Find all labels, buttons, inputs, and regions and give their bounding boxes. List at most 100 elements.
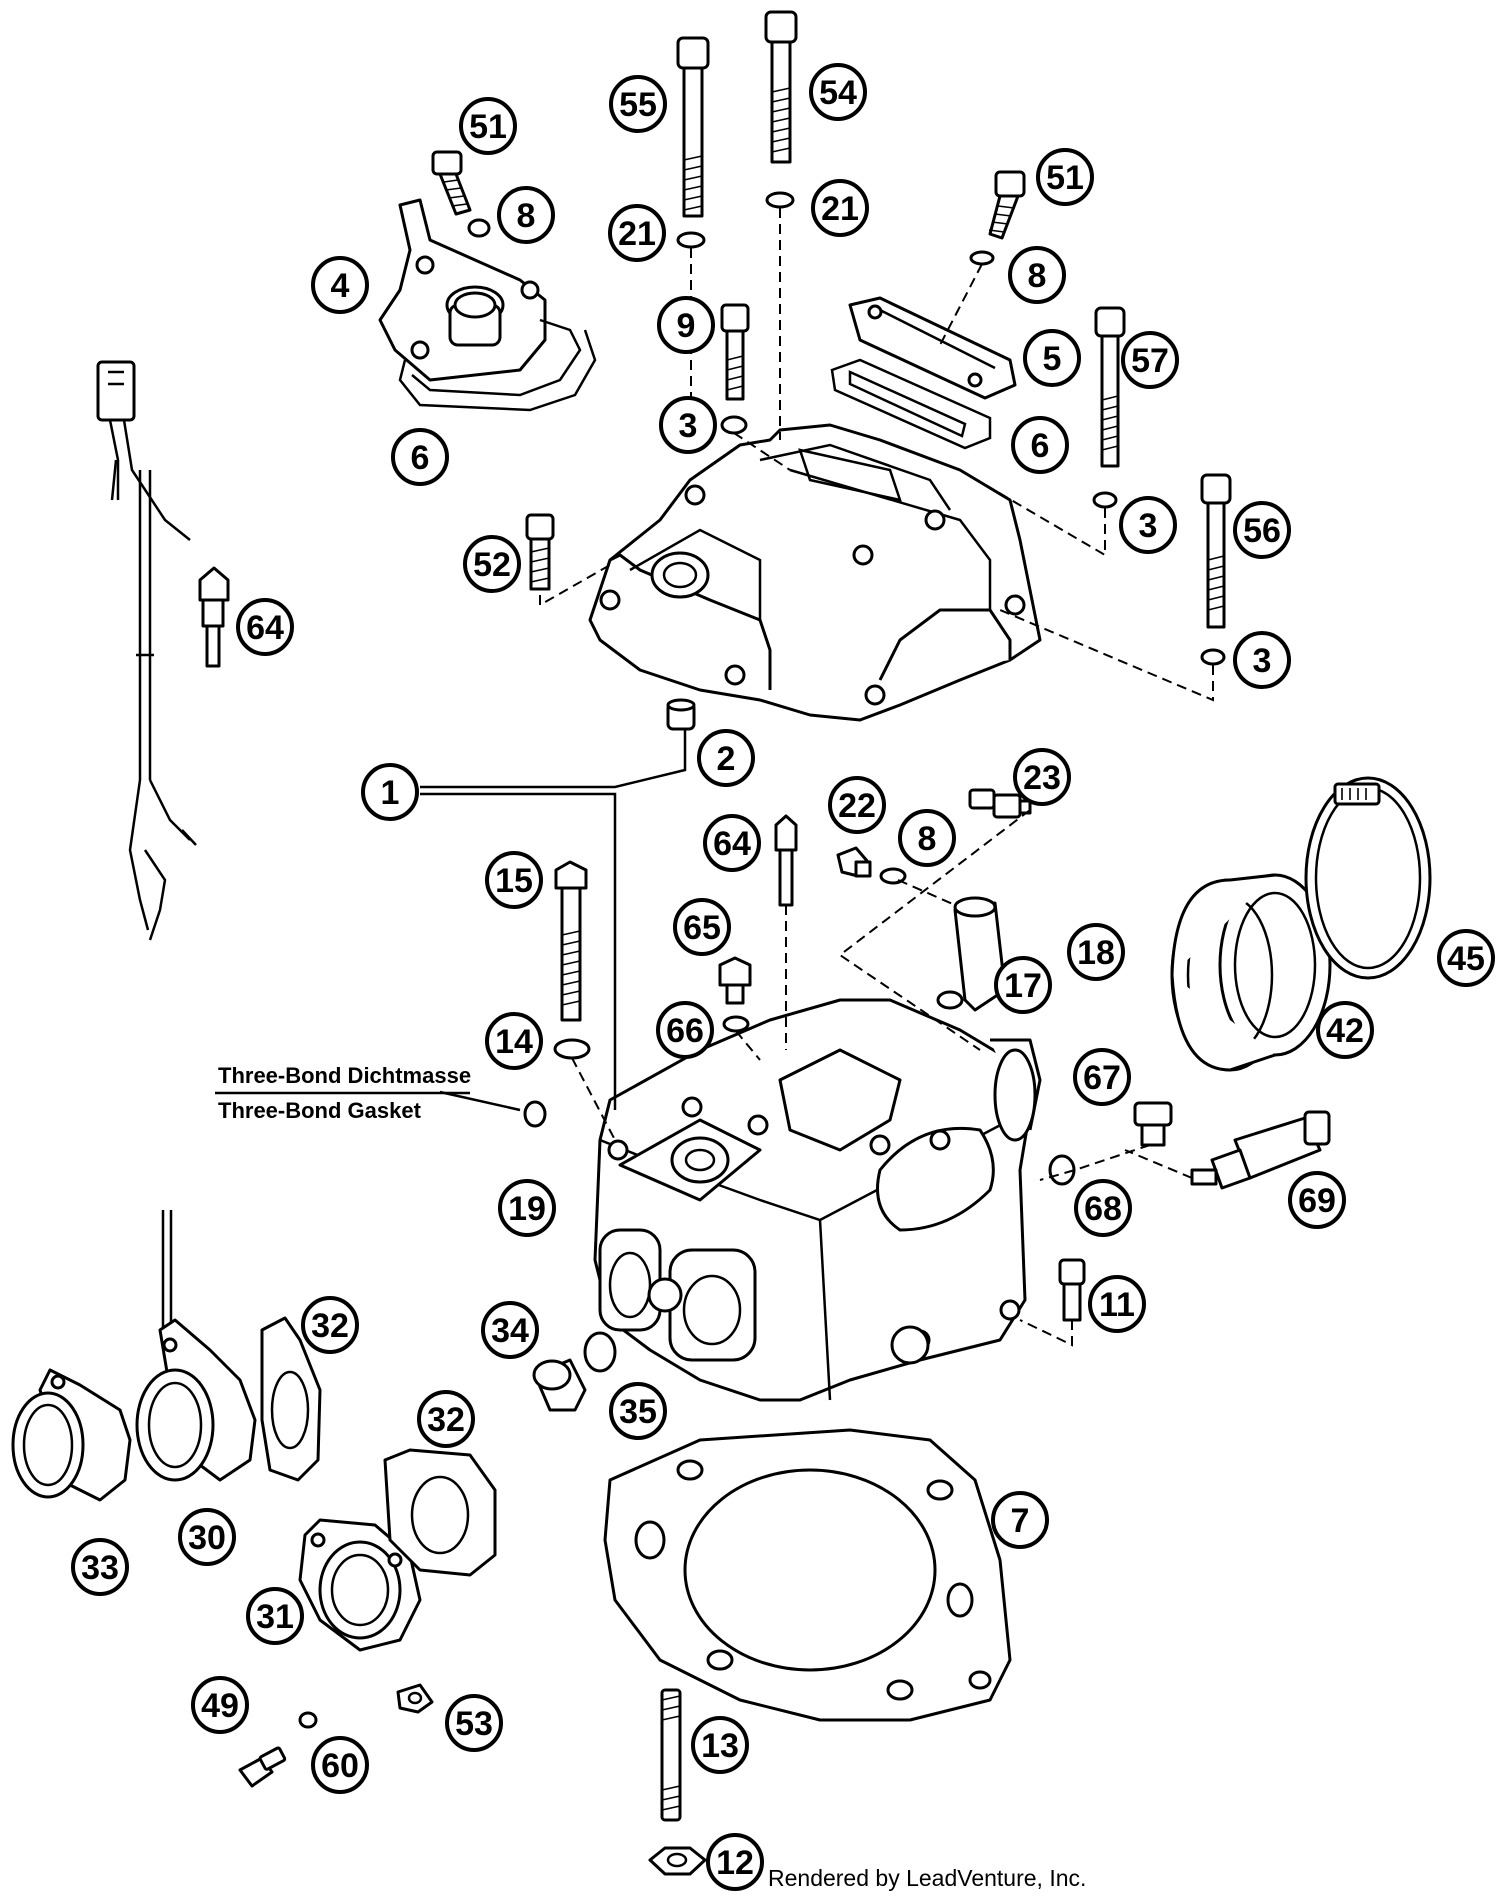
callout-19: 19 xyxy=(498,1179,556,1237)
callout-circle xyxy=(485,1012,543,1070)
callout-circle xyxy=(811,179,869,237)
callout-circle xyxy=(1233,631,1291,689)
callout-circle xyxy=(697,729,755,787)
three-bond-note: Three-Bond Dichtmasse Three-Bond Gasket xyxy=(215,1063,471,1123)
callout-number: 67 xyxy=(1083,1059,1121,1097)
callout-circle xyxy=(657,296,715,354)
callout-8c: 8 xyxy=(898,809,956,867)
callout-number: 6 xyxy=(411,439,430,477)
callout-number: 32 xyxy=(427,1401,465,1439)
bolt-15 xyxy=(554,860,588,1022)
plug-67 xyxy=(1133,1101,1173,1147)
bolt-57 xyxy=(1094,306,1126,468)
washer-8-right xyxy=(969,250,995,266)
callout-number: 11 xyxy=(1099,1286,1135,1324)
callout-23: 23 xyxy=(1013,748,1071,806)
note-line-2: Three-Bond Gasket xyxy=(218,1098,422,1123)
callout-number: 33 xyxy=(81,1549,119,1587)
camshaft-cover xyxy=(588,423,1042,722)
callout-52: 52 xyxy=(463,535,521,593)
callout-number: 5 xyxy=(1043,340,1062,378)
callout-circle xyxy=(1121,331,1179,389)
callout-42: 42 xyxy=(1316,1001,1374,1059)
callout-number: 8 xyxy=(1028,257,1047,295)
callout-number: 49 xyxy=(201,1687,239,1725)
callout-circle xyxy=(673,898,731,956)
callout-number: 22 xyxy=(838,787,876,825)
three-bond-seal xyxy=(523,1100,547,1128)
callout-circle xyxy=(1288,1171,1346,1229)
callout-49: 49 xyxy=(191,1676,249,1734)
callout-number: 8 xyxy=(517,197,536,235)
callout-number: 18 xyxy=(1077,934,1115,972)
gasket-6-right xyxy=(830,358,992,450)
sensor-64-center xyxy=(774,814,798,907)
callout-number: 51 xyxy=(469,108,507,146)
callout-8b: 8 xyxy=(1008,246,1066,304)
callout-circle xyxy=(609,1382,667,1440)
washer-8-left xyxy=(467,218,491,238)
callout-30: 30 xyxy=(178,1508,236,1566)
callout-circle xyxy=(1011,416,1069,474)
callout-11: 11 xyxy=(1088,1275,1146,1333)
callout-number: 66 xyxy=(666,1012,704,1050)
callout-34: 34 xyxy=(481,1301,539,1359)
bolt-55 xyxy=(676,36,710,218)
callout-number: 21 xyxy=(618,215,656,253)
callout-number: 8 xyxy=(918,820,937,858)
callout-circle xyxy=(991,1491,1049,1549)
callout-circle xyxy=(391,428,449,486)
callout-number: 14 xyxy=(495,1023,533,1061)
flange-31 xyxy=(298,1518,422,1652)
bolt-49 xyxy=(238,1746,287,1788)
callout-17: 17 xyxy=(994,956,1052,1014)
callout-45: 45 xyxy=(1437,929,1495,987)
callout-circle xyxy=(1036,148,1094,206)
callout-circle xyxy=(1008,246,1066,304)
callout-circle xyxy=(1437,929,1495,987)
callout-number: 69 xyxy=(1298,1182,1336,1220)
callout-circle xyxy=(659,396,717,454)
callout-12: 12 xyxy=(706,1833,764,1891)
callout-33: 33 xyxy=(71,1538,129,1596)
flange-30 xyxy=(135,1210,257,1482)
callout-13: 13 xyxy=(691,1716,749,1774)
callout-circle xyxy=(706,1833,764,1891)
sleeve-18 xyxy=(953,896,1007,1012)
callout-number: 68 xyxy=(1084,1190,1122,1228)
callout-15: 15 xyxy=(485,851,543,909)
callout-circle xyxy=(1023,329,1081,387)
callout-number: 15 xyxy=(495,862,533,900)
callout-circle xyxy=(1119,496,1177,554)
washer-66 xyxy=(722,1015,750,1033)
callout-number: 45 xyxy=(1447,940,1485,978)
callout-circle xyxy=(191,1676,249,1734)
note-line-1: Three-Bond Dichtmasse xyxy=(218,1063,471,1088)
washer-17 xyxy=(936,990,964,1010)
callout-circle xyxy=(1088,1275,1146,1333)
callout-number: 3 xyxy=(1253,642,1272,680)
plug-34 xyxy=(532,1358,587,1412)
callout-circle xyxy=(497,186,555,244)
callout-circle xyxy=(1073,1048,1131,1106)
callout-number: 12 xyxy=(716,1844,754,1882)
callout-4: 4 xyxy=(311,256,369,314)
callout-64a: 64 xyxy=(236,598,294,656)
callout-14: 14 xyxy=(485,1012,543,1070)
bolt-11 xyxy=(1058,1258,1086,1322)
o-ring-68 xyxy=(1048,1154,1076,1186)
washer-3-right-upper xyxy=(1092,491,1118,509)
bolt-22 xyxy=(836,846,872,878)
callout-circle xyxy=(485,851,543,909)
callout-circle xyxy=(71,1538,129,1596)
callout-number: 54 xyxy=(819,74,857,112)
washer-3-center xyxy=(720,415,748,435)
washer-60 xyxy=(298,1711,318,1729)
callout-number: 42 xyxy=(1326,1012,1364,1050)
callout-circle xyxy=(481,1301,539,1359)
callout-number: 35 xyxy=(619,1393,657,1431)
gasket-32-right xyxy=(383,1448,497,1577)
callout-number: 9 xyxy=(677,307,696,345)
